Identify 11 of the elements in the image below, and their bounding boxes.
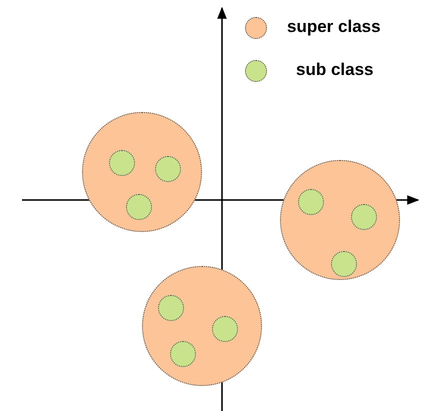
subclass-circle <box>170 341 196 367</box>
subclass-circle <box>331 251 357 277</box>
subclass-circle <box>212 316 238 342</box>
legend-label: super class <box>287 17 381 37</box>
subclass-circle <box>109 150 135 176</box>
subclass-circle <box>126 194 152 220</box>
subclass-circle <box>155 156 181 182</box>
subclass-circle <box>351 204 377 230</box>
legend-label: sub class <box>296 60 374 80</box>
subclass-circle <box>158 295 184 321</box>
subclass-circle <box>298 189 324 215</box>
